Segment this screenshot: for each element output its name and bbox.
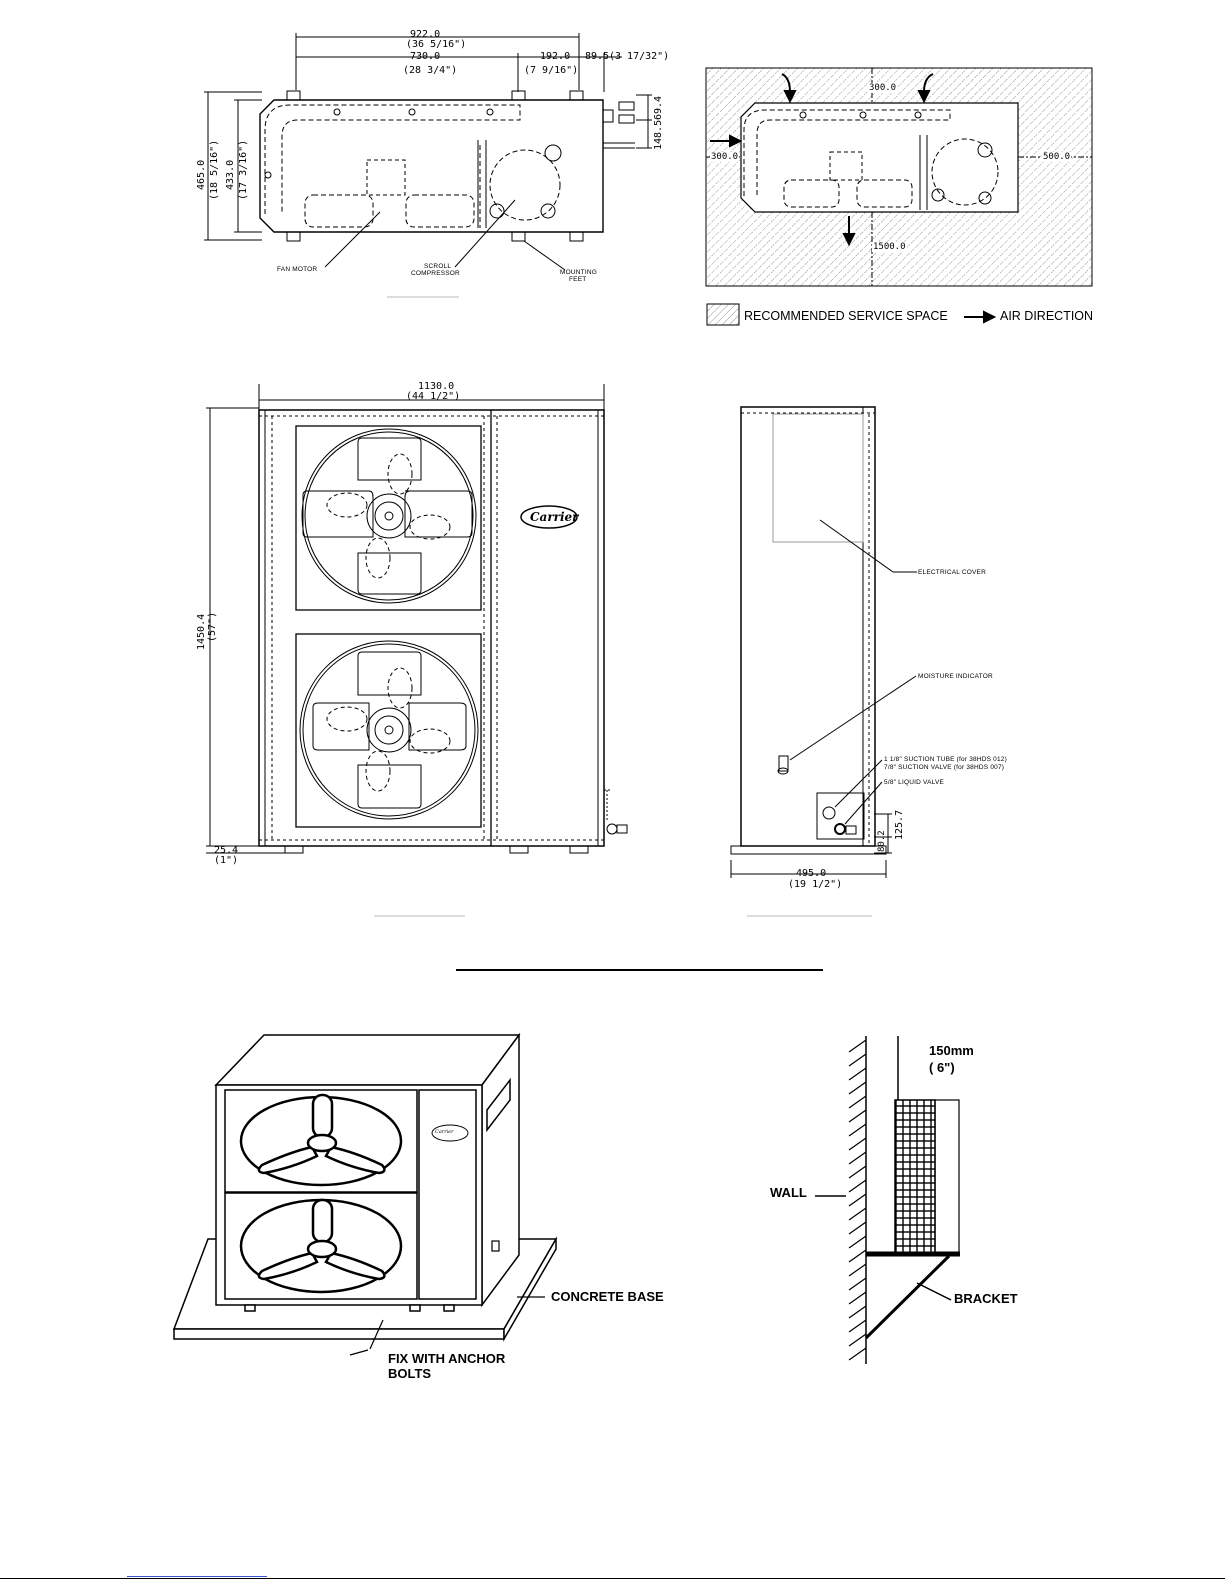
label-wall: WALL (770, 1185, 807, 1200)
label-electrical-cover: ELECTRICAL COVER (918, 569, 986, 576)
label-bracket: BRACKET (954, 1291, 1018, 1306)
label-scroll: SCROLL (424, 263, 452, 270)
dim-730: 730.0 (410, 51, 441, 62)
service-left: 300.0 (710, 152, 740, 162)
label-concrete-base: CONCRETE BASE (551, 1289, 664, 1304)
dim-89: 89.5 (585, 51, 610, 62)
dim-192: 192.0 (540, 51, 571, 62)
front-width: 1130.0 (418, 381, 455, 392)
page-bottom-rule (0, 1578, 1225, 1579)
label-suction-valve: 7/8" SUCTION VALVE (for 38HDS 007) (884, 764, 1005, 771)
label-liquid-valve: 5/8" LIQUID VALVE (884, 779, 945, 786)
label-anchor-2: BOLTS (388, 1366, 432, 1381)
front-foot: 25.4 (214, 845, 239, 856)
section-divider (456, 969, 823, 971)
label-moisture-indicator: MOISTURE INDICATOR (918, 673, 993, 680)
service-top: 300.0 (868, 83, 898, 93)
front-width-inch: (44 1/2") (406, 391, 461, 402)
dim-922-inch: (36 5/16") (406, 39, 467, 50)
carrier-logo: Carrier (530, 510, 579, 524)
label-fan-motor: FAN MOTOR (277, 266, 318, 273)
label-suction-tube: 1 1/8" SUCTION TUBE (for 38HDS 012) (884, 756, 1007, 763)
dim-922: 922.0 (410, 29, 441, 40)
dim-730-inch: (28 3/4") (403, 65, 458, 76)
legend-air-direction: AIR DIRECTION (1000, 309, 1094, 323)
dim-89-inch: (3 17/32") (609, 51, 670, 62)
front-foot-inch: (1") (214, 855, 239, 866)
service-right: 500.0 (1042, 152, 1072, 162)
dim-192-inch: (7 9/16") (524, 65, 579, 76)
legend-service-space: RECOMMENDED SERVICE SPACE (744, 309, 948, 323)
label-anchor-1: FIX WITH ANCHOR (388, 1351, 506, 1366)
label-compressor: COMPRESSOR (411, 270, 460, 277)
label-mounting: MOUNTING (560, 269, 597, 276)
service-bottom: 1500.0 (872, 242, 907, 252)
label-clearance-in: ( 6") (929, 1060, 955, 1075)
label-feet: FEET (569, 276, 587, 283)
footer-link-underline (127, 1576, 267, 1577)
side-depth: 495.0 (796, 868, 827, 879)
side-depth-inch: (19 1/2") (788, 879, 843, 890)
label-clearance-mm: 150mm (929, 1043, 974, 1058)
carrier-logo-iso: Carrier (435, 1129, 454, 1135)
